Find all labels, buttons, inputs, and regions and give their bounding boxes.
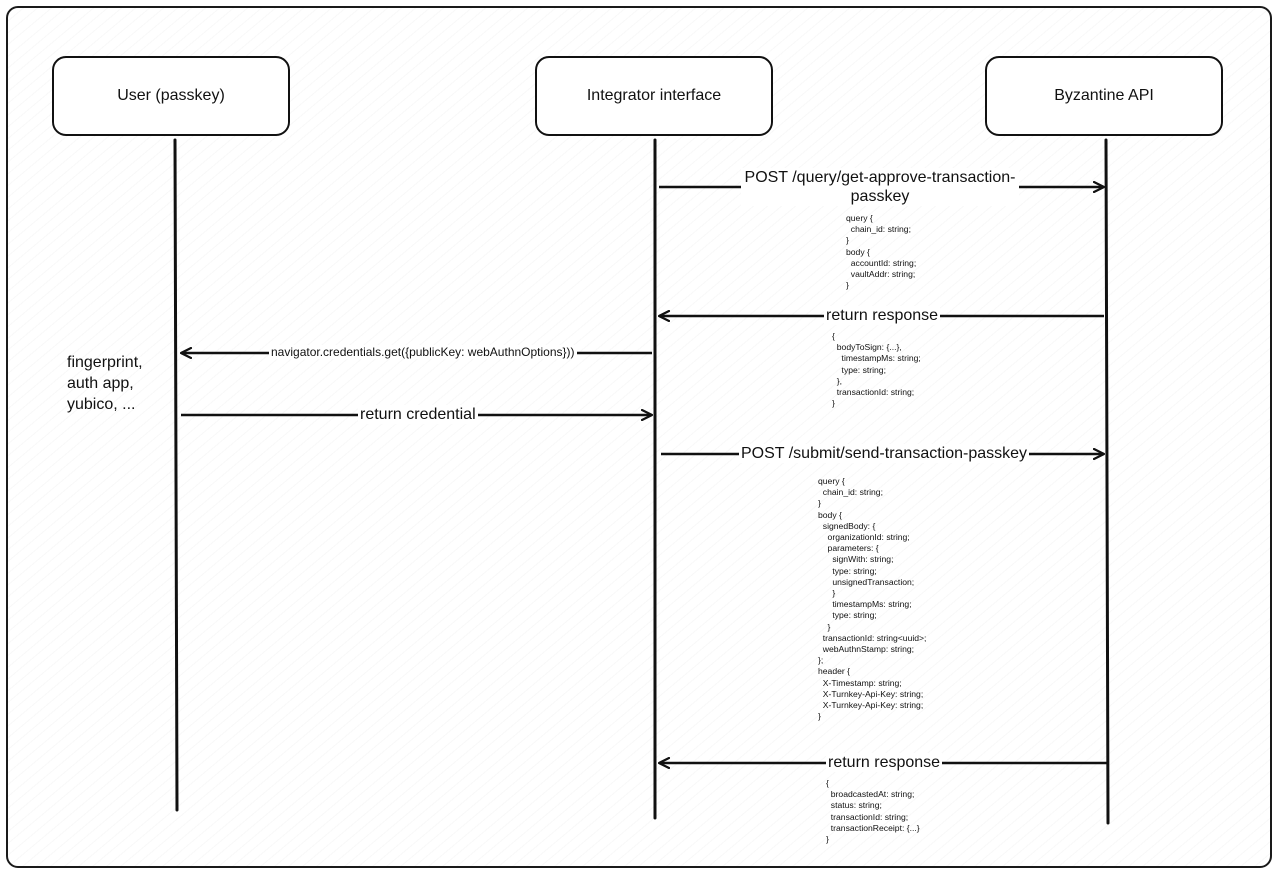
message-submit-send: POST /submit/send-transaction-passkey (739, 444, 1030, 464)
actor-api: Byzantine API (985, 56, 1223, 136)
actor-user-label: User (passkey) (117, 87, 225, 104)
message-navigator-get: navigator.credentials.get({publicKey: we… (269, 345, 577, 360)
lifeline-api (1104, 138, 1110, 825)
actor-api-label: Byzantine API (1054, 87, 1154, 104)
user-authenticator-note: fingerprint, auth app, yubico, ... (67, 354, 143, 413)
message-return-response-2: return response (826, 753, 943, 773)
actor-user: User (passkey) (52, 56, 290, 136)
payload-submit-send: query { chain_id: string; } body { signe… (818, 476, 927, 722)
payload-query-approve: query { chain_id: string; } body { accou… (846, 213, 917, 291)
actor-integrator-label: Integrator interface (586, 87, 722, 104)
message-query-approve: POST /query/get-approve-transaction-pass… (741, 168, 1019, 207)
lifeline-user (173, 138, 179, 812)
actor-integrator: Integrator interface (535, 56, 773, 136)
sequence-lines (173, 138, 1110, 825)
diagram-canvas: User (passkey) Integrator interface Byza… (6, 6, 1272, 868)
message-return-credential: return credential (358, 405, 478, 425)
payload-response-1: { bodyToSign: {...}, timestampMs: string… (832, 331, 921, 409)
message-return-response-1: return response (824, 306, 941, 326)
payload-response-2: { broadcastedAt: string; status: string;… (826, 778, 920, 845)
